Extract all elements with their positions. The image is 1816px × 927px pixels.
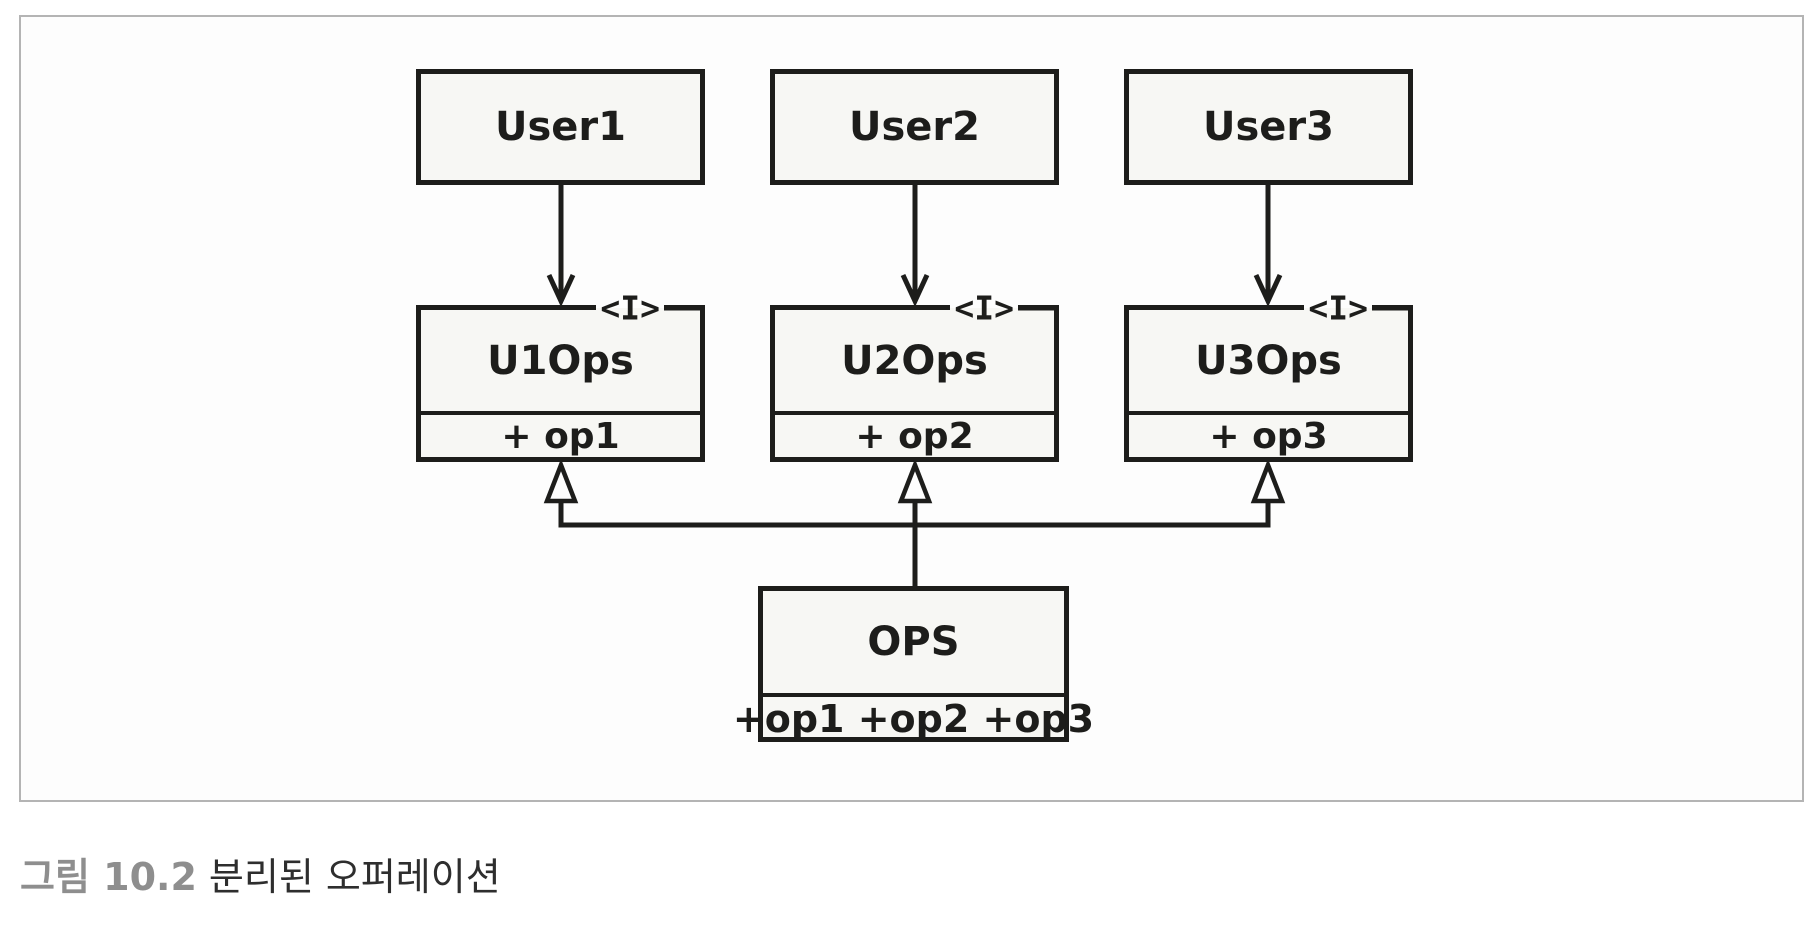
class-name: User2: [849, 104, 980, 150]
dependency-arrow-user1-u1ops: [546, 185, 576, 307]
hollow-triangle-icon: [543, 458, 579, 504]
dependency-arrow-user3-u3ops: [1253, 185, 1283, 307]
class-box-user2: User2: [770, 69, 1059, 185]
interface-stereotype-tag: <I>: [1304, 290, 1412, 326]
open-arrowhead-icon: [900, 273, 930, 307]
figure-title: 분리된 오퍼레이션: [208, 855, 501, 899]
class-name: U3Ops: [1129, 310, 1408, 415]
class-box-user3: User3: [1124, 69, 1413, 185]
class-box-user1: User1: [416, 69, 705, 185]
class-operations: + op1: [501, 415, 620, 457]
interface-box-u2ops: <I> U2Ops + op2: [770, 290, 1059, 462]
class-name: OPS: [763, 591, 1064, 697]
hollow-triangle-icons: [543, 458, 1286, 504]
figure-number: 그림 10.2: [20, 855, 197, 899]
interface-box-u1ops: <I> U1Ops + op1: [416, 290, 705, 462]
class-name: U2Ops: [775, 310, 1054, 415]
class-name: User3: [1203, 104, 1334, 150]
connector-layer: [543, 185, 1286, 586]
open-arrowhead-icon: [1253, 273, 1283, 307]
class-operations: +op1 +op2 +op3: [732, 697, 1095, 741]
hollow-triangle-icon: [1250, 458, 1286, 504]
dependency-arrow-user2-u2ops: [900, 185, 930, 307]
class-name: User1: [495, 104, 626, 150]
class-box-ops: OPS +op1 +op2 +op3: [732, 586, 1095, 742]
hollow-triangle-icon: [897, 458, 933, 504]
realization-connector-ops: [558, 501, 1271, 586]
diagram-panel: User1 User2 User3 <I> U1Ops + op1 <I> U2…: [19, 15, 1804, 802]
open-arrowhead-icon: [546, 273, 576, 307]
class-name: U1Ops: [421, 310, 700, 415]
interface-stereotype-tag: <I>: [950, 290, 1058, 326]
class-operations: + op3: [1209, 415, 1328, 457]
interface-stereotype-tag: <I>: [596, 290, 704, 326]
class-operations: + op2: [855, 415, 974, 457]
interface-box-u3ops: <I> U3Ops + op3: [1124, 290, 1413, 462]
